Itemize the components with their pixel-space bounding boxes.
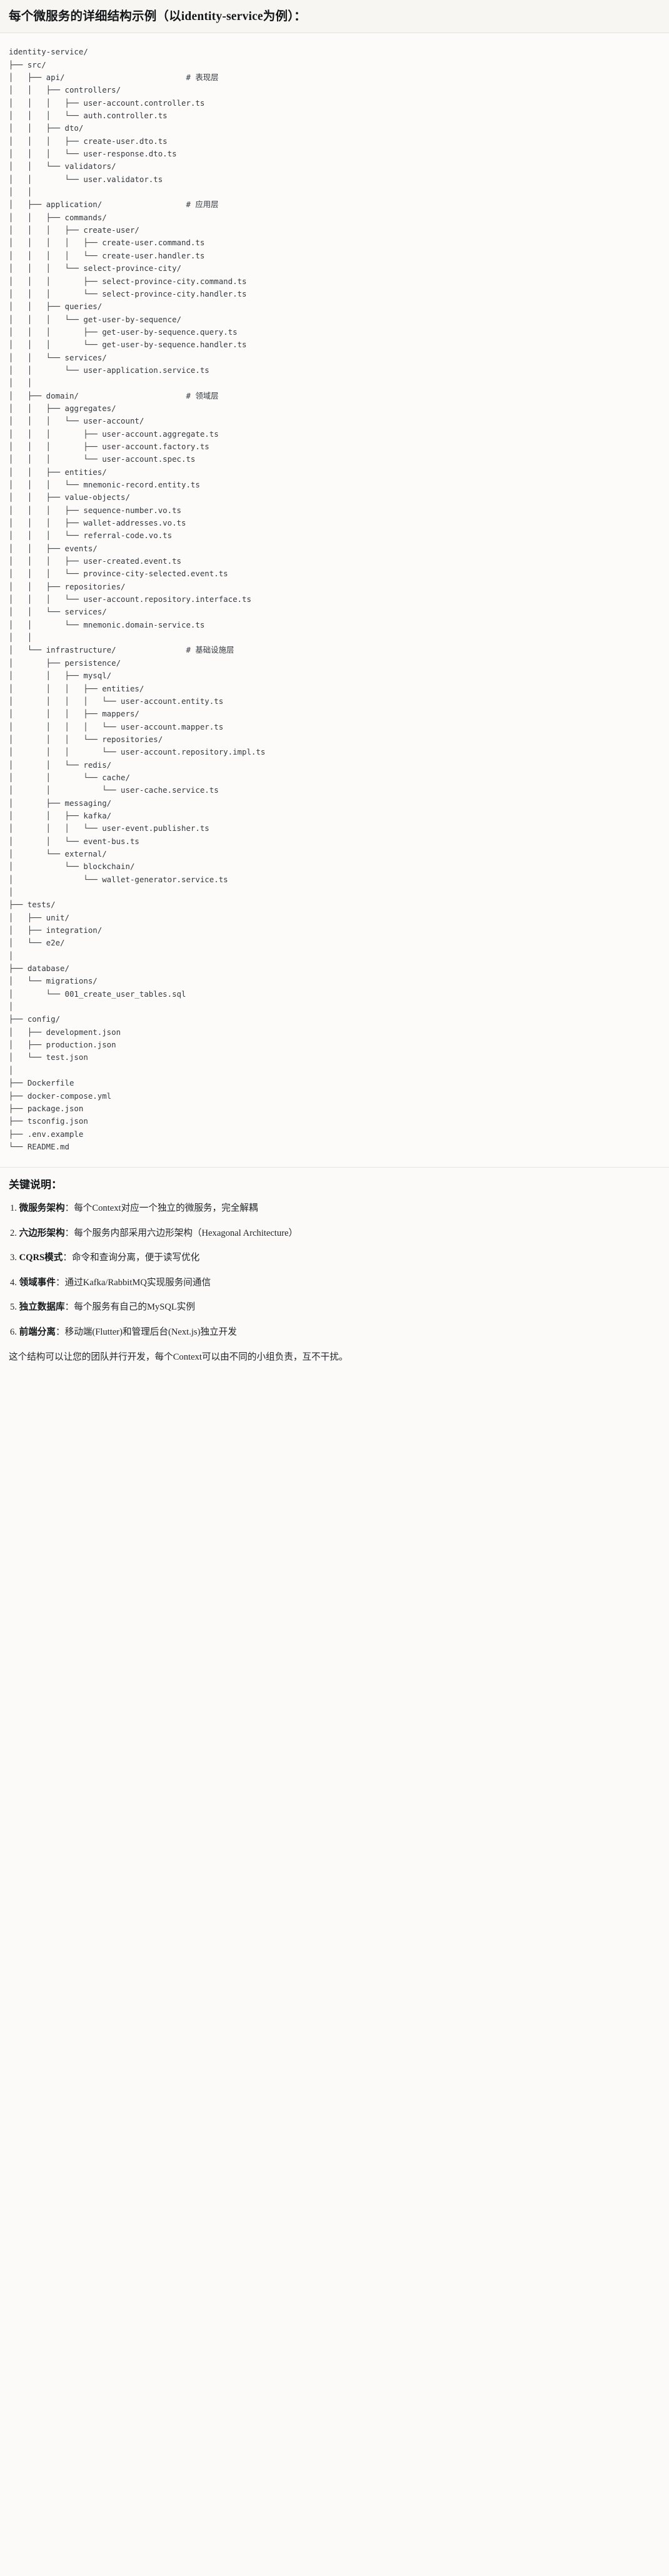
note-separator: ： (64, 1228, 74, 1238)
list-item: CQRS模式：命令和查询分离，便于读写优化 (10, 1251, 660, 1265)
directory-tree: identity-service/ ├── src/ │ ├── api/ # … (9, 47, 266, 1151)
note-description: 每个服务有自己的MySQL实例 (74, 1302, 195, 1313)
note-description: 每个Context对应一个独立的微服务，完全解耦 (74, 1203, 258, 1214)
key-notes-list: 微服务架构：每个Context对应一个独立的微服务，完全解耦 六边形架构：每个服… (9, 1201, 660, 1340)
note-term: 微服务架构 (19, 1203, 65, 1214)
note-term: 前端分离 (19, 1327, 56, 1338)
list-item: 六边形架构：每个服务内部采用六边形架构（Hexagonal Architectu… (10, 1226, 660, 1241)
key-notes-block: 关键说明： 微服务架构：每个Context对应一个独立的微服务，完全解耦 六边形… (0, 1168, 669, 1377)
note-description: 每个服务内部采用六边形架构（Hexagonal Architecture） (74, 1228, 298, 1238)
note-term: 六边形架构 (19, 1228, 65, 1238)
directory-tree-block: identity-service/ ├── src/ │ ├── api/ # … (0, 33, 669, 1168)
list-item: 微服务架构：每个Context对应一个独立的微服务，完全解耦 (10, 1201, 660, 1216)
note-separator: ： (55, 1277, 65, 1288)
note-separator: ： (64, 1203, 74, 1214)
title-bar: 每个微服务的详细结构示例（以identity-service为例）： (0, 0, 669, 34)
list-item: 领域事件：通过Kafka/RabbitMQ实现服务间通信 (10, 1276, 660, 1290)
note-description: 通过Kafka/RabbitMQ实现服务间通信 (64, 1277, 211, 1288)
page-title: 每个微服务的详细结构示例（以identity-service为例）： (9, 10, 306, 23)
closing-paragraph: 这个结构可以让您的团队并行开发，每个Context可以由不同的小组负责，互不干扰… (9, 1352, 348, 1362)
note-term: 领域事件 (19, 1277, 56, 1288)
note-description: 命令和查询分离，便于读写优化 (71, 1253, 200, 1263)
note-term: 独立数据库 (19, 1302, 65, 1313)
list-item: 独立数据库：每个服务有自己的MySQL实例 (10, 1300, 660, 1315)
note-term: CQRS模式 (19, 1253, 63, 1263)
note-separator: ： (63, 1253, 72, 1263)
note-separator: ： (55, 1327, 65, 1338)
list-item: 前端分离：移动端(Flutter)和管理后台(Next.js)独立开发 (10, 1325, 660, 1340)
document-page: 每个微服务的详细结构示例（以identity-service为例）： ident… (0, 0, 669, 1376)
note-separator: ： (64, 1302, 74, 1313)
note-description: 移动端(Flutter)和管理后台(Next.js)独立开发 (64, 1327, 237, 1338)
key-notes-heading: 关键说明： (9, 1179, 62, 1191)
